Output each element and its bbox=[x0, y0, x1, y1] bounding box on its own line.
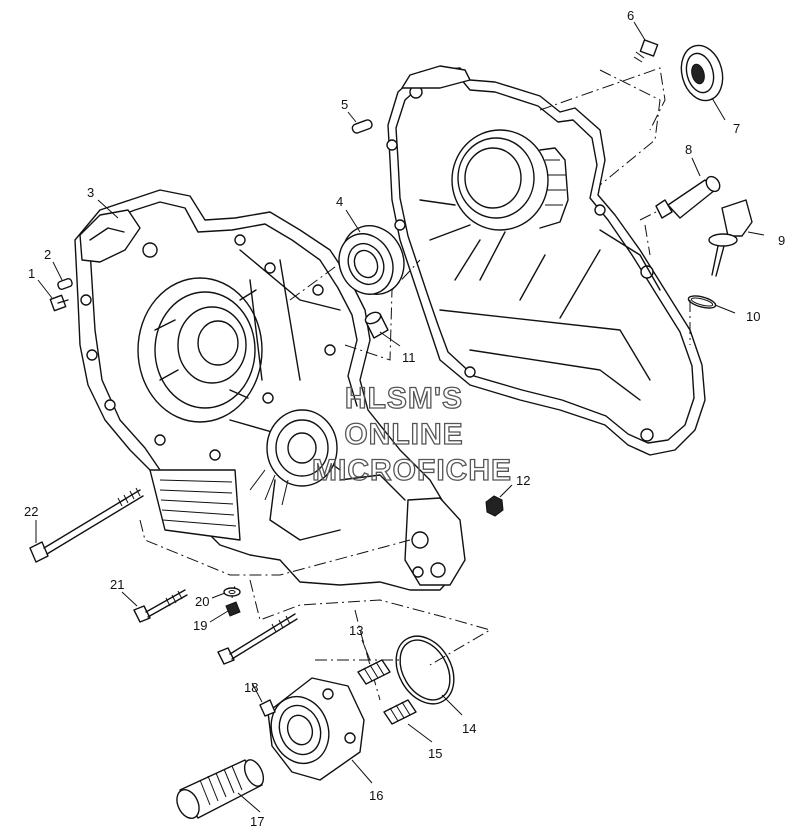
callout-3: 3 bbox=[87, 185, 94, 200]
watermark-line-3: MICROFICHE bbox=[312, 454, 512, 487]
callout-6: 6 bbox=[627, 8, 634, 23]
part-7-oil-seal bbox=[680, 44, 724, 102]
part-8-fitting bbox=[655, 175, 721, 219]
part-9-dipstick bbox=[708, 199, 753, 277]
callout-20: 20 bbox=[195, 594, 209, 609]
part-19-drain-plug bbox=[225, 601, 241, 617]
part-1-bolt bbox=[49, 294, 69, 312]
callout-8: 8 bbox=[685, 142, 692, 157]
callout-5: 5 bbox=[341, 97, 348, 112]
part-2-dowel-pin bbox=[57, 277, 73, 291]
callout-11: 11 bbox=[402, 350, 416, 365]
callout-19: 19 bbox=[193, 618, 207, 633]
callout-14: 14 bbox=[462, 721, 476, 736]
part-5-pin bbox=[351, 119, 373, 134]
part-12-nut bbox=[485, 495, 504, 517]
part-4-bearing bbox=[338, 225, 405, 295]
callout-9: 9 bbox=[778, 233, 785, 248]
callout-13: 13 bbox=[349, 623, 363, 638]
callout-21: 21 bbox=[110, 577, 124, 592]
leader-lines bbox=[35, 21, 765, 813]
callout-18: 18 bbox=[244, 680, 258, 695]
callout-16: 16 bbox=[369, 788, 383, 803]
callout-12: 12 bbox=[516, 473, 530, 488]
callout-7: 7 bbox=[733, 121, 740, 136]
part-15-stud bbox=[383, 699, 417, 725]
part-18-bolt bbox=[217, 613, 298, 665]
part-21-bolt bbox=[133, 589, 188, 623]
callout-1: 1 bbox=[28, 266, 35, 281]
part-10-o-ring bbox=[687, 295, 717, 309]
right-crankcase-half bbox=[386, 65, 706, 456]
part-6-screw bbox=[633, 39, 659, 63]
watermark-line-1: HLSM'S bbox=[345, 382, 463, 415]
watermark-line-2: ONLINE bbox=[344, 418, 463, 451]
left-crankcase-half bbox=[74, 189, 466, 591]
part-14-gasket bbox=[395, 635, 455, 705]
callout-10: 10 bbox=[746, 309, 760, 324]
part-11-dowel bbox=[364, 311, 389, 339]
callout-15: 15 bbox=[428, 746, 442, 761]
part-13-stud bbox=[357, 659, 391, 685]
callout-numbers: 1 2 3 4 5 6 7 8 9 10 11 12 13 14 15 16 1… bbox=[24, 8, 785, 829]
callout-22: 22 bbox=[24, 504, 38, 519]
watermark: HLSM'S ONLINE MICROFICHE bbox=[311, 381, 512, 487]
callout-17: 17 bbox=[250, 814, 264, 829]
part-17-fitting bbox=[176, 759, 265, 819]
callout-2: 2 bbox=[44, 247, 51, 262]
callout-4: 4 bbox=[336, 194, 343, 209]
part-16-adapter-block bbox=[259, 677, 365, 781]
part-20-washer bbox=[223, 587, 241, 597]
part-22-bolt bbox=[29, 487, 144, 563]
